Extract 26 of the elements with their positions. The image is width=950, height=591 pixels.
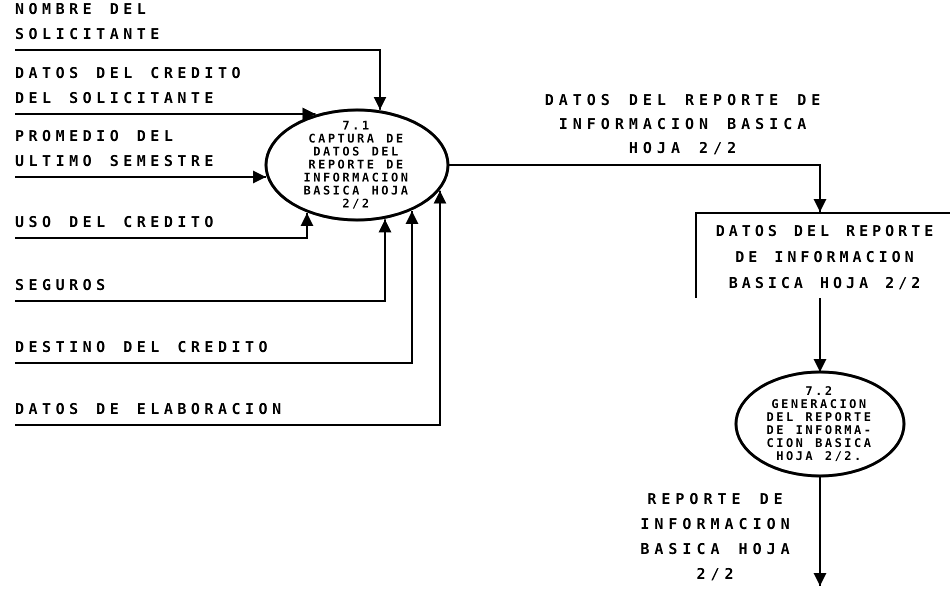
data-flow-arrow <box>15 210 418 364</box>
data-flow-arrow <box>15 170 266 184</box>
process-ellipse <box>264 108 450 222</box>
data-flow-arrow <box>15 213 314 239</box>
data-flow-source-text: USO DEL CREDITO <box>15 210 295 238</box>
edge-label: REPORTE DE INFORMACION BASICA HOJA 2/2 <box>639 489 796 585</box>
edge-label: DATOS DEL REPORTE DE INFORMACION BASICA HOJA 2/2 <box>544 90 826 159</box>
data-flow-source-text: DATOS DE ELABORACION <box>15 397 415 425</box>
data-flow-source-text: SEGUROS <box>15 273 295 301</box>
process-number: 7.1 <box>341 120 373 132</box>
data-flow-source-text: PROMEDIO DEL ULTIMO SEMESTRE <box>15 124 230 177</box>
process-number: 7.2 <box>804 385 836 398</box>
data-flow-arrow <box>814 476 826 586</box>
data-flow-arrow <box>814 298 826 372</box>
process-ellipse <box>734 370 906 478</box>
data-flow-arrow <box>15 190 446 426</box>
data-flow-source-text: NOMBRE DEL SOLICITANTE <box>15 0 205 50</box>
data-flow-source-text: DESTINO DEL CREDITO <box>15 335 395 363</box>
process-name: GENERACION DEL REPORTE DE INFORMA- CION BASICA HOJA 2/2. <box>766 398 874 463</box>
process-name: CAPTURA DE DATOS DEL REPORTE DE INFORMACION BASICA HOJA 2/2 <box>302 132 412 210</box>
data-flow-arrow <box>15 49 386 110</box>
data-flow-arrow <box>15 108 316 120</box>
data-flow-arrow <box>15 219 392 302</box>
data-flow-arrow <box>448 164 826 212</box>
data-store: DATOS DEL REPORTE DE INFORMACION BASICA HOJA 2/2 <box>695 212 950 298</box>
data-flow-source-text: DATOS DEL CREDITO DEL SOLICITANTE <box>15 61 265 114</box>
